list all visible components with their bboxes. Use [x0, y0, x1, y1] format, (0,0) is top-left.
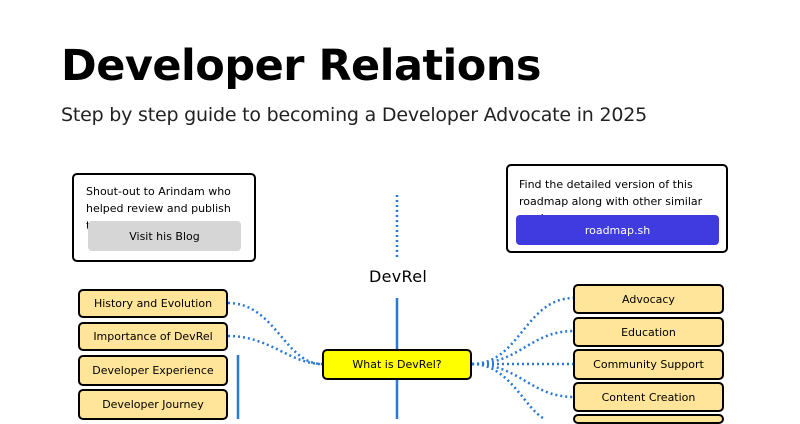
shoutout-card: Shout-out to Arindam who helped review a…	[72, 173, 256, 262]
topic-education[interactable]: Education	[573, 317, 724, 347]
connector-history	[227, 301, 323, 366]
roadmap-sh-button[interactable]: roadmap.sh	[516, 215, 719, 245]
connector-advocacy	[471, 296, 575, 366]
visit-blog-button[interactable]: Visit his Blog	[88, 221, 241, 251]
connector-content	[471, 362, 575, 399]
page-title: Developer Relations	[61, 41, 542, 91]
topic-developer-journey[interactable]: Developer Journey	[78, 389, 228, 420]
topic-advocacy[interactable]: Advocacy	[573, 284, 724, 314]
topic-importance-of-devrel[interactable]: Importance of DevRel	[78, 322, 228, 351]
connector-education	[471, 329, 575, 366]
roadmap-info-card: Find the detailed version of this roadma…	[506, 164, 728, 253]
connector-offscreen	[471, 362, 546, 419]
topic-partial-next[interactable]	[573, 414, 724, 424]
topic-content-creation[interactable]: Content Creation	[573, 382, 724, 412]
topic-community-support[interactable]: Community Support	[573, 349, 724, 380]
devrel-label: DevRel	[369, 267, 428, 286]
topic-developer-experience[interactable]: Developer Experience	[78, 355, 228, 386]
topic-what-is-devrel[interactable]: What is DevRel?	[322, 349, 472, 380]
topic-history-and-evolution[interactable]: History and Evolution	[78, 289, 228, 318]
page-subtitle: Step by step guide to becoming a Develop…	[61, 104, 648, 126]
